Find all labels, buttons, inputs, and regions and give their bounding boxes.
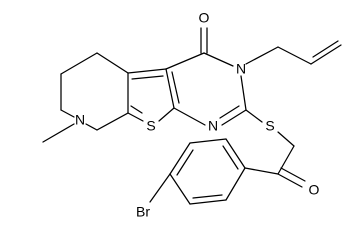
- bond-ar-c4-c5: [169, 142, 191, 175]
- bond-s-c8a: [158, 107, 175, 122]
- bond-ar-c4-c5-double: [176, 149, 194, 176]
- bond-ar-c2-c3-double: [192, 194, 223, 199]
- bond-c2-s-thioether: [245, 109, 263, 123]
- atom-s-thioether: S: [265, 118, 274, 134]
- bond-ch2-c7a: [96, 112, 129, 131]
- bond-c4a-ch2: [96, 52, 129, 74]
- bond-ar-c6-c1: [225, 138, 246, 169]
- bond-c4a-c4b: [127, 68, 167, 74]
- bond-allyl-ch-ch2-double: [312, 40, 339, 58]
- bond-c7a-s: [127, 112, 144, 122]
- bond-ar-c5-c6: [189, 138, 227, 144]
- bond-c4a-c4b-double: [131, 75, 164, 80]
- bond-s-ch2: [277, 131, 295, 147]
- atom-s-thiophene: S: [146, 118, 155, 134]
- atom-n-allyl: N: [236, 61, 246, 77]
- bond-c8a-c4b-double: [171, 71, 180, 104]
- bond-ch2-n-piperidine: [60, 109, 75, 118]
- bond-c2-n1-double: [219, 105, 240, 119]
- bond-ar-c2-c3: [189, 199, 227, 205]
- bond-ketone-c-aryl: [244, 167, 279, 175]
- bond-c7a-s-double: [130, 105, 143, 114]
- atom-br: Br: [136, 204, 150, 220]
- atom-o-carbonyl: O: [199, 10, 210, 26]
- bond-ar-c3-c4: [169, 173, 191, 205]
- bond-ch2-ketone-c: [277, 145, 295, 175]
- bond-n-methyl: [42, 123, 75, 143]
- bonds: [42, 27, 342, 205]
- bond-ch2-ch2-top: [60, 52, 98, 75]
- bond-allyl-ch2-ch: [277, 46, 312, 65]
- atom-labels: O N N S S N O Br: [75, 10, 320, 220]
- bond-n3-ch2-allyl: [245, 46, 279, 65]
- bond-n3-c2: [240, 75, 247, 111]
- bond-ketone-c-o: [277, 173, 303, 188]
- atom-n-pyrimidine: N: [208, 118, 218, 134]
- bond-c4b-c4: [165, 52, 205, 70]
- bond-ar-br: [149, 173, 171, 203]
- bond-c2-n1: [221, 109, 247, 126]
- bond-ar-c6-c1-double: [222, 145, 239, 170]
- bond-c4-n3: [203, 52, 234, 67]
- atom-n-piperidine: N: [75, 112, 85, 128]
- bond-n-ch2-piperidine: [85, 123, 98, 131]
- bond-ketone-c-o-double: [280, 167, 306, 182]
- atom-o-ketone: O: [309, 182, 320, 198]
- bond-n1-c8a: [173, 107, 206, 126]
- bond-allyl-ch-ch2: [310, 44, 342, 65]
- bond-c4b-c8a: [165, 68, 175, 109]
- bond-ar-c1-c2: [225, 167, 246, 201]
